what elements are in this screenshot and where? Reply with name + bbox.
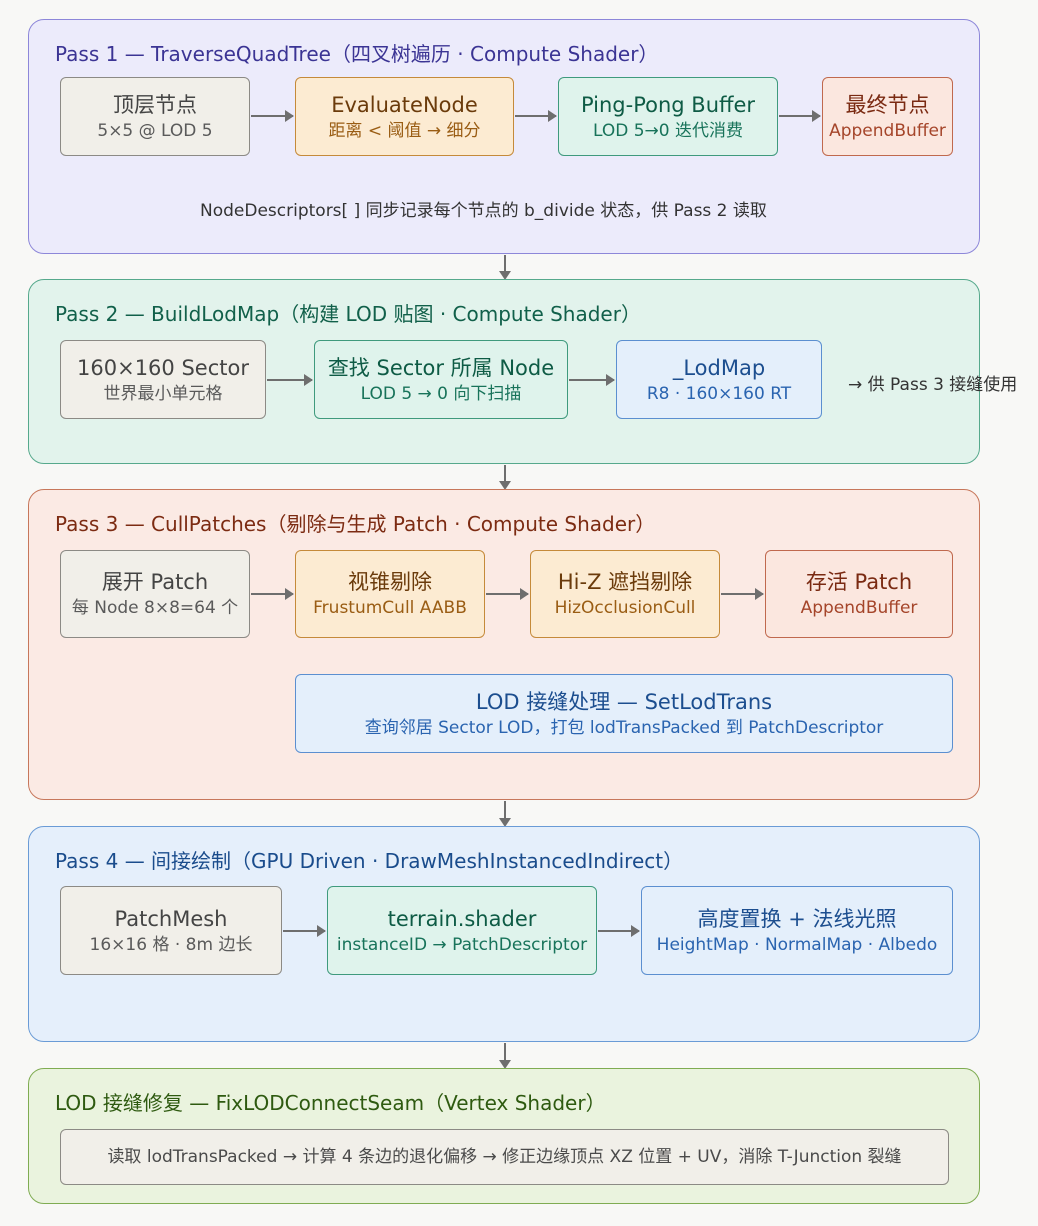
box-subtitle: 每 Node 8×8=64 个 [71, 598, 239, 618]
terrain-shader-box: terrain.shader instanceID → PatchDescrip… [327, 886, 597, 975]
box-title: 视锥剔除 [348, 570, 432, 594]
box-title: 展开 Patch [101, 570, 209, 594]
box-title: 查找 Sector 所属 Node [327, 355, 555, 380]
find-sector-node-box: 查找 Sector 所属 Node LOD 5 → 0 向下扫描 [314, 340, 568, 419]
arrow [499, 465, 511, 490]
box-title: terrain.shader [387, 906, 537, 931]
box-title: Ping-Pong Buffer [580, 92, 756, 117]
top-node-box: 顶层节点 5×5 @ LOD 5 [60, 77, 250, 156]
ping-pong-buffer-box: Ping-Pong Buffer LOD 5→0 迭代消费 [558, 77, 778, 156]
box-subtitle: HeightMap · NormalMap · Albedo [656, 934, 938, 955]
box-subtitle: AppendBuffer [800, 598, 918, 618]
sector-grid-box: 160×160 Sector 世界最小单元格 [60, 340, 266, 419]
hiz-cull-box: Hi-Z 遮挡剔除 HizOcclusionCull [530, 550, 720, 638]
pass2-title: Pass 2 — BuildLodMap（构建 LOD 贴图 · Compute… [55, 302, 641, 326]
arrow [486, 588, 529, 600]
displacement-lighting-box: 高度置换 + 法线光照 HeightMap · NormalMap · Albe… [641, 886, 953, 975]
box-subtitle: FrustumCull AABB [313, 598, 467, 618]
arrow [251, 588, 294, 600]
pass3-title: Pass 3 — CullPatches（剔除与生成 Patch · Compu… [55, 512, 656, 536]
patch-mesh-box: PatchMesh 16×16 格 · 8m 边长 [60, 886, 282, 975]
pass1-note: NodeDescriptors[ ] 同步记录每个节点的 b_divide 状态… [200, 201, 767, 221]
arrow [598, 925, 640, 937]
arrow [499, 801, 511, 827]
box-title: 160×160 Sector [77, 355, 249, 380]
box-title: _LodMap [672, 355, 766, 380]
surviving-patch-box: 存活 Patch AppendBuffer [765, 550, 953, 638]
box-subtitle: 世界最小单元格 [103, 383, 223, 404]
box-title: EvaluateNode [331, 92, 478, 117]
box-title: 高度置换 + 法线光照 [697, 906, 897, 931]
pass2-note: → 供 Pass 3 接缝使用 [848, 375, 1018, 395]
box-title: Hi-Z 遮挡剔除 [557, 570, 693, 594]
box-subtitle: 查询邻居 Sector LOD，打包 lodTransPacked 到 Patc… [364, 717, 884, 738]
arrow [779, 110, 821, 122]
seam-fix-description-box: 读取 lodTransPacked → 计算 4 条边的退化偏移 → 修正边缘顶… [60, 1129, 949, 1185]
box-title: 存活 Patch [805, 570, 913, 594]
arrow [721, 588, 764, 600]
box-title: 顶层节点 [113, 92, 197, 117]
evaluate-node-box: EvaluateNode 距离 < 阈值 → 细分 [295, 77, 514, 156]
set-lod-trans-box: LOD 接缝处理 — SetLodTrans 查询邻居 Sector LOD，打… [295, 674, 953, 753]
arrow [251, 110, 294, 122]
box-subtitle: 16×16 格 · 8m 边长 [89, 934, 253, 955]
pass1-title: Pass 1 — TraverseQuadTree（四叉树遍历 · Comput… [55, 42, 659, 66]
lodmap-box: _LodMap R8 · 160×160 RT [616, 340, 822, 419]
box-subtitle: instanceID → PatchDescriptor [336, 934, 588, 955]
pass4-title: Pass 4 — 间接绘制（GPU Driven · DrawMeshInsta… [55, 849, 684, 873]
box-subtitle: LOD 5→0 迭代消费 [592, 120, 744, 141]
arrow [499, 255, 511, 280]
box-subtitle: 距离 < 阈值 → 细分 [328, 120, 481, 141]
final-nodes-box: 最终节点 AppendBuffer [822, 77, 953, 156]
seam-fix-title: LOD 接缝修复 — FixLODConnectSeam（Vertex Shad… [55, 1091, 606, 1115]
frustum-cull-box: 视锥剔除 FrustumCull AABB [295, 550, 485, 638]
pass3-panel: Pass 3 — CullPatches（剔除与生成 Patch · Compu… [28, 489, 980, 800]
box-subtitle: HizOcclusionCull [554, 598, 696, 618]
box-subtitle: AppendBuffer [829, 120, 946, 141]
box-title: 最终节点 [845, 92, 930, 117]
box-subtitle: 5×5 @ LOD 5 [97, 120, 213, 141]
arrow [569, 374, 615, 386]
seam-fix-description: 读取 lodTransPacked → 计算 4 条边的退化偏移 → 修正边缘顶… [107, 1147, 902, 1167]
box-title: PatchMesh [114, 906, 228, 931]
arrow [499, 1043, 511, 1069]
arrow [283, 925, 326, 937]
box-title: LOD 接缝处理 — SetLodTrans [475, 689, 773, 714]
expand-patch-box: 展开 Patch 每 Node 8×8=64 个 [60, 550, 250, 638]
box-subtitle: LOD 5 → 0 向下扫描 [360, 383, 522, 404]
arrow [267, 374, 313, 386]
arrow [515, 110, 557, 122]
box-subtitle: R8 · 160×160 RT [646, 383, 792, 404]
